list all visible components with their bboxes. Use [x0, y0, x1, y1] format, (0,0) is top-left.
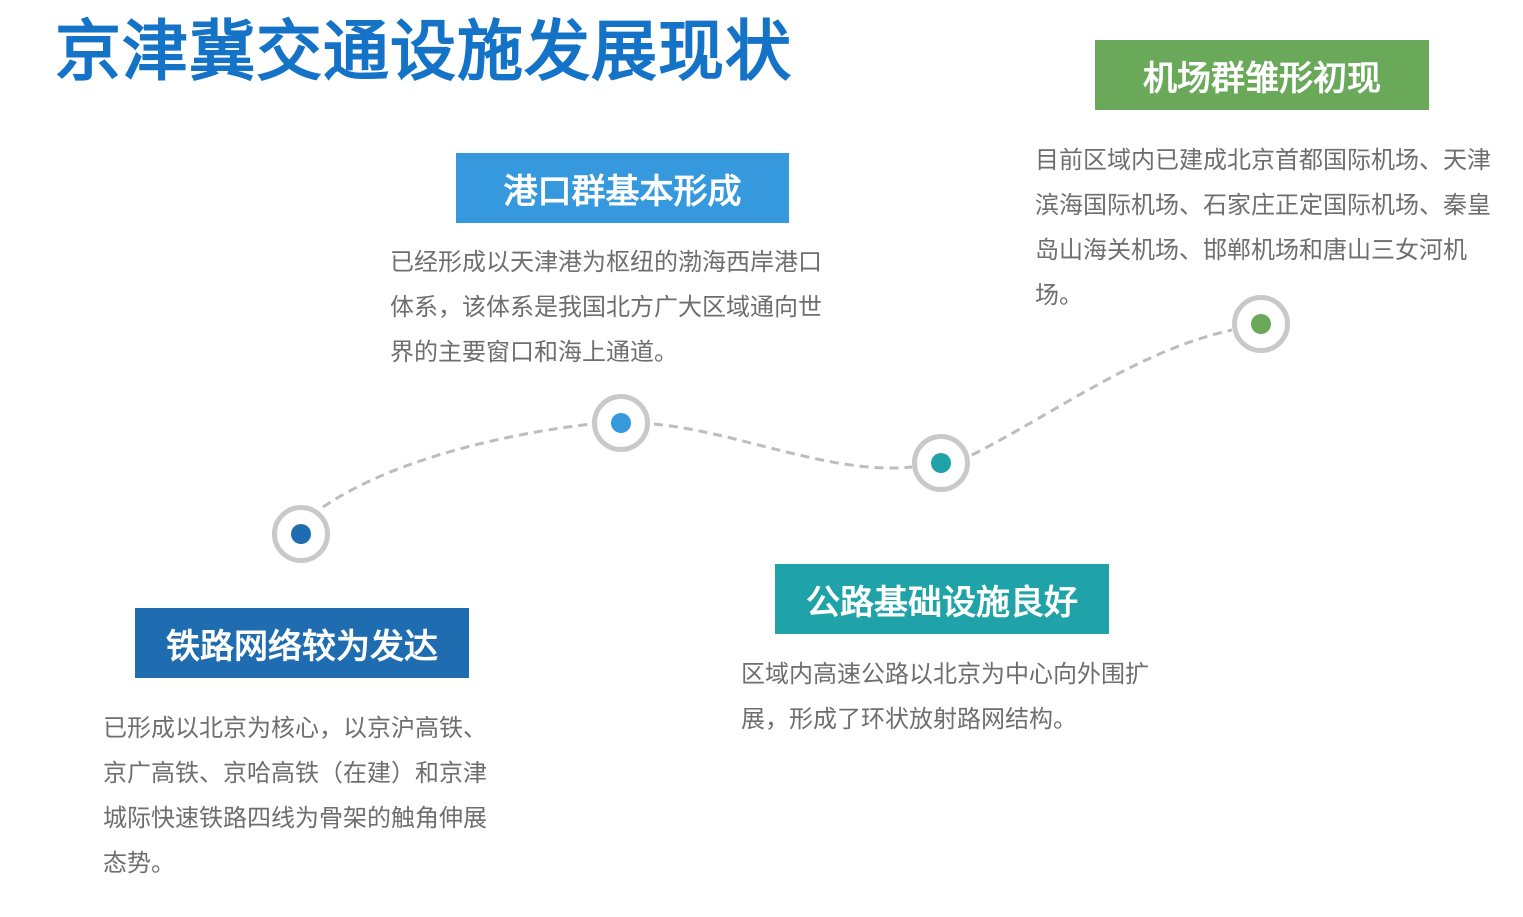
highway-node-dot	[931, 453, 951, 473]
railway-description: 已形成以北京为核心，以京沪高铁、京广高铁、京哈高铁（在建）和京津城际快速铁路四线…	[103, 714, 487, 877]
highway-description: 区域内高速公路以北京为中心向外围扩展，形成了环状放射路网结构。	[741, 660, 1149, 733]
port-node	[592, 394, 650, 452]
railway-node-dot	[291, 524, 311, 544]
airport-description: 目前区域内已建成北京首都国际机场、天津滨海国际机场、石家庄正定国际机场、秦皇岛山…	[1035, 146, 1491, 309]
highway-node	[912, 434, 970, 492]
highway-heading: 公路基础设施良好	[775, 564, 1109, 634]
railway-node	[272, 505, 330, 563]
airport-node-dot	[1251, 314, 1271, 334]
page-title: 京津冀交通设施发展现状	[55, 13, 792, 90]
airport-node	[1232, 295, 1290, 353]
port-heading: 港口群基本形成	[456, 153, 789, 223]
port-node-dot	[611, 413, 631, 433]
airport-heading: 机场群雏形初现	[1095, 40, 1429, 110]
port-description: 已经形成以天津港为枢纽的渤海西岸港口体系，该体系是我国北方广大区域通向世界的主要…	[390, 248, 822, 366]
railway-heading: 铁路网络较为发达	[135, 608, 469, 678]
